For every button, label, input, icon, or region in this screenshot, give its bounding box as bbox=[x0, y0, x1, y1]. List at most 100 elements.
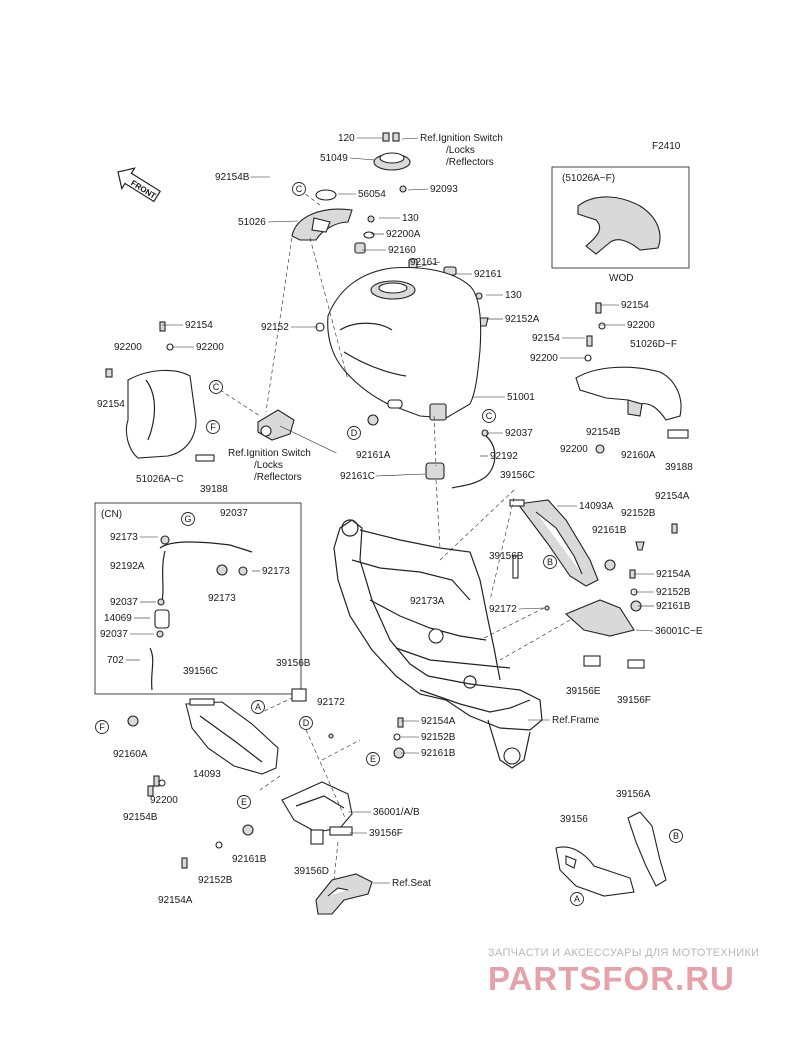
callout-p92200-l2: 92200 bbox=[196, 342, 224, 353]
watermark-tagline: ЗАПЧАСТИ И АКСЕССУАРЫ ДЛЯ МОТОТЕХНИКИ bbox=[488, 947, 760, 959]
callout-p130b: 130 bbox=[505, 290, 522, 301]
marker-f-2: F bbox=[206, 420, 220, 434]
parts-artwork bbox=[105, 132, 689, 915]
callout-ref-refl-mid: /Reflectors bbox=[254, 472, 302, 483]
marker-e-11: E bbox=[237, 795, 251, 809]
svg-text:E: E bbox=[241, 797, 247, 807]
callout-p92152: 92152 bbox=[261, 322, 289, 333]
marker-a-7: A bbox=[251, 700, 265, 714]
callout-p92192a-cn: 92192A bbox=[110, 561, 145, 572]
callout-p92154a-r: 92154A bbox=[655, 491, 690, 502]
callout-p39156c-r: 39156C bbox=[500, 470, 535, 481]
svg-text:A: A bbox=[255, 702, 261, 712]
callout-p92192: 92192 bbox=[490, 451, 518, 462]
cn-title: (CN) bbox=[101, 509, 122, 520]
callout-p92200a: 92200A bbox=[386, 229, 421, 240]
front-arrow-icon: FRONT bbox=[117, 167, 162, 203]
callout-p92161b-c: 92161B bbox=[421, 748, 456, 759]
reference-lines bbox=[219, 189, 571, 881]
callout-p92154b-r: 92154B bbox=[586, 427, 621, 438]
callout-p39156b-l: 39156B bbox=[276, 658, 311, 669]
svg-text:B: B bbox=[673, 831, 679, 841]
callout-p14069-cn: 14069 bbox=[104, 613, 132, 624]
cn-clip-92173b bbox=[238, 566, 248, 576]
cn-clamp-92037 bbox=[157, 598, 165, 606]
callout-p39188-r: 39188 bbox=[665, 462, 693, 473]
callout-p130a: 130 bbox=[402, 213, 419, 224]
seat-bracket bbox=[315, 873, 373, 915]
svg-text:C: C bbox=[486, 411, 493, 421]
svg-text:F: F bbox=[99, 722, 105, 732]
callout-p39156: 39156 bbox=[560, 814, 588, 825]
gasket-56054 bbox=[315, 189, 337, 201]
callout-p51001: 51001 bbox=[507, 392, 535, 403]
callout-p92161a: 92161 bbox=[410, 257, 438, 268]
callout-p92152b-r: 92152B bbox=[621, 508, 656, 519]
svg-text:D: D bbox=[351, 428, 358, 438]
callout-p92200-r: 92200 bbox=[627, 320, 655, 331]
callout-p92093: 92093 bbox=[430, 184, 458, 195]
cover-39156a bbox=[627, 811, 667, 887]
callout-p39156c-l: 39156C bbox=[183, 666, 218, 677]
callout-p92154-l: 92154 bbox=[185, 320, 213, 331]
marker-e-10: E bbox=[366, 752, 380, 766]
marker-d-8: D bbox=[299, 716, 313, 730]
callout-p92173-cn1: 92173 bbox=[110, 532, 138, 543]
leader-p51026 bbox=[267, 220, 299, 223]
callout-p92037: 92037 bbox=[505, 428, 533, 439]
callout-ref-locks-mid: /Locks bbox=[254, 460, 283, 471]
svg-text:B: B bbox=[547, 557, 553, 567]
callout-p92200-l1: 92200 bbox=[114, 342, 142, 353]
marker-b-6: B bbox=[543, 555, 557, 569]
cn-box: (CN) bbox=[94, 502, 302, 695]
watermark-logo: PARTSFOR.RU bbox=[488, 960, 735, 997]
inset-title: (51026A~F) bbox=[562, 173, 615, 184]
cn-hose-92192a bbox=[159, 541, 253, 601]
callout-p92161b-l: 92161B bbox=[232, 854, 267, 865]
marker-b-13: B bbox=[669, 829, 683, 843]
callout-p51049: 51049 bbox=[320, 153, 348, 164]
svg-text:C: C bbox=[296, 184, 303, 194]
callout-p39156d: 39156D bbox=[294, 866, 329, 877]
side-cover-51026ac bbox=[125, 369, 197, 459]
callout-p39156e: 39156E bbox=[566, 686, 601, 697]
leader-p92161a bbox=[412, 261, 441, 269]
callout-p39156f-r: 39156F bbox=[617, 695, 651, 706]
callout-p92161a-mid: 92161A bbox=[356, 450, 391, 461]
callout-p92154a-l: 92154A bbox=[158, 895, 193, 906]
callout-p92172-r: 92172 bbox=[489, 604, 517, 615]
callout-ref-seat: Ref.Seat bbox=[392, 878, 431, 889]
marker-a-12: A bbox=[570, 892, 584, 906]
cn-hose-702 bbox=[149, 647, 154, 691]
svg-text:E: E bbox=[370, 754, 376, 764]
fuel-tank-51001 bbox=[327, 267, 482, 419]
callout-p92161b-r: 92161B bbox=[592, 525, 627, 536]
callout-p702-cn: 702 bbox=[107, 655, 124, 666]
marker-c-4: C bbox=[482, 409, 496, 423]
callout-p36001ce: 36001C~E bbox=[655, 626, 703, 637]
callout-p39188-l: 39188 bbox=[200, 484, 228, 495]
callout-p92154a-r2: 92154A bbox=[656, 569, 691, 580]
bracket-14093a bbox=[516, 499, 599, 587]
callout-p92161b-r2: 92161B bbox=[656, 601, 691, 612]
callout-p92200-l3: 92200 bbox=[150, 795, 178, 806]
cn-clip-92173c bbox=[216, 564, 228, 576]
inset-caption: WOD bbox=[609, 273, 633, 284]
damper-92161c bbox=[425, 462, 445, 480]
cn-clamp-92037b bbox=[156, 630, 164, 638]
callout-p92152b-r2: 92152B bbox=[656, 587, 691, 598]
callout-p92152b-l: 92152B bbox=[198, 875, 233, 886]
callout-p92160a-r: 92160A bbox=[621, 450, 656, 461]
diagram-code: F2410 bbox=[652, 141, 681, 152]
cn-clip-92173a bbox=[160, 535, 170, 545]
callout-p92037-cn: 92037 bbox=[220, 508, 248, 519]
callout-p92173-cn2: 92173 bbox=[262, 566, 290, 577]
callout-p92152b-c: 92152B bbox=[421, 732, 456, 743]
leader-p51049 bbox=[349, 157, 376, 161]
leader-ref-ign-top bbox=[401, 137, 419, 140]
callout-p39156b-r: 39156B bbox=[489, 551, 524, 562]
callout-p92154a-c: 92154A bbox=[421, 716, 456, 727]
hose-92192 bbox=[451, 435, 496, 489]
